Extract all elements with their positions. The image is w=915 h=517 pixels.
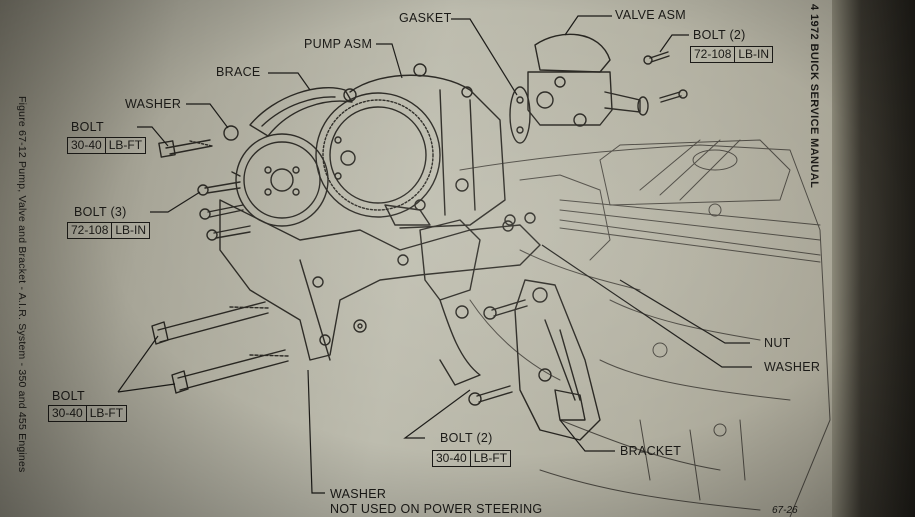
torque-value: 30-40	[71, 138, 102, 152]
label-not-used-note: NOT USED ON POWER STEERING	[330, 502, 543, 516]
label-bolt-2-top: BOLT (2)	[693, 28, 746, 42]
label-nut: NUT	[764, 336, 791, 350]
pulley-drawing	[231, 133, 329, 227]
label-gasket: GASKET	[399, 11, 452, 25]
label-bolt-3: BOLT (3)	[74, 205, 127, 219]
engine-block-drawing	[459, 139, 831, 517]
torque-value: 30-40	[52, 406, 83, 420]
label-bolt-lower-left: BOLT	[52, 389, 85, 403]
figure-caption: Figure 67-12 Pump, Valve and Bracket - A…	[16, 96, 28, 473]
label-washer-bottom: WASHER	[330, 487, 387, 501]
label-washer-top: WASHER	[125, 97, 182, 111]
leader-lines	[117, 15, 752, 494]
pump-assembly-drawing	[315, 63, 506, 229]
label-bolt-2-bottom: BOLT (2)	[440, 431, 493, 445]
label-washer-right: WASHER	[764, 360, 821, 374]
torque-value: 72-108	[71, 223, 109, 237]
running-header: 4 1972 BUICK SERVICE MANUAL	[808, 4, 820, 189]
torque-value: 72-108	[694, 47, 732, 61]
torque-unit: LB-IN	[111, 223, 149, 238]
label-brace: BRACE	[216, 65, 261, 79]
label-bracket: BRACKET	[620, 444, 682, 458]
valve-assembly-drawing	[509, 33, 649, 144]
label-valve-asm: VALVE ASM	[615, 8, 687, 22]
torque-value: 30-40	[436, 451, 467, 465]
torque-unit: LB-FT	[85, 406, 126, 421]
label-bolt-left: BOLT	[71, 120, 104, 134]
torque-unit: LB-FT	[469, 451, 510, 466]
label-pump-asm: PUMP ASM	[304, 37, 373, 51]
bracket-drawing	[219, 199, 601, 441]
page-number: 67-26	[772, 505, 798, 516]
brace-drawing	[249, 86, 353, 137]
torque-unit: LB-FT	[104, 138, 145, 153]
book-gutter	[832, 0, 915, 517]
bolts-drawing	[151, 51, 688, 406]
torque-unit: LB-IN	[734, 47, 772, 62]
